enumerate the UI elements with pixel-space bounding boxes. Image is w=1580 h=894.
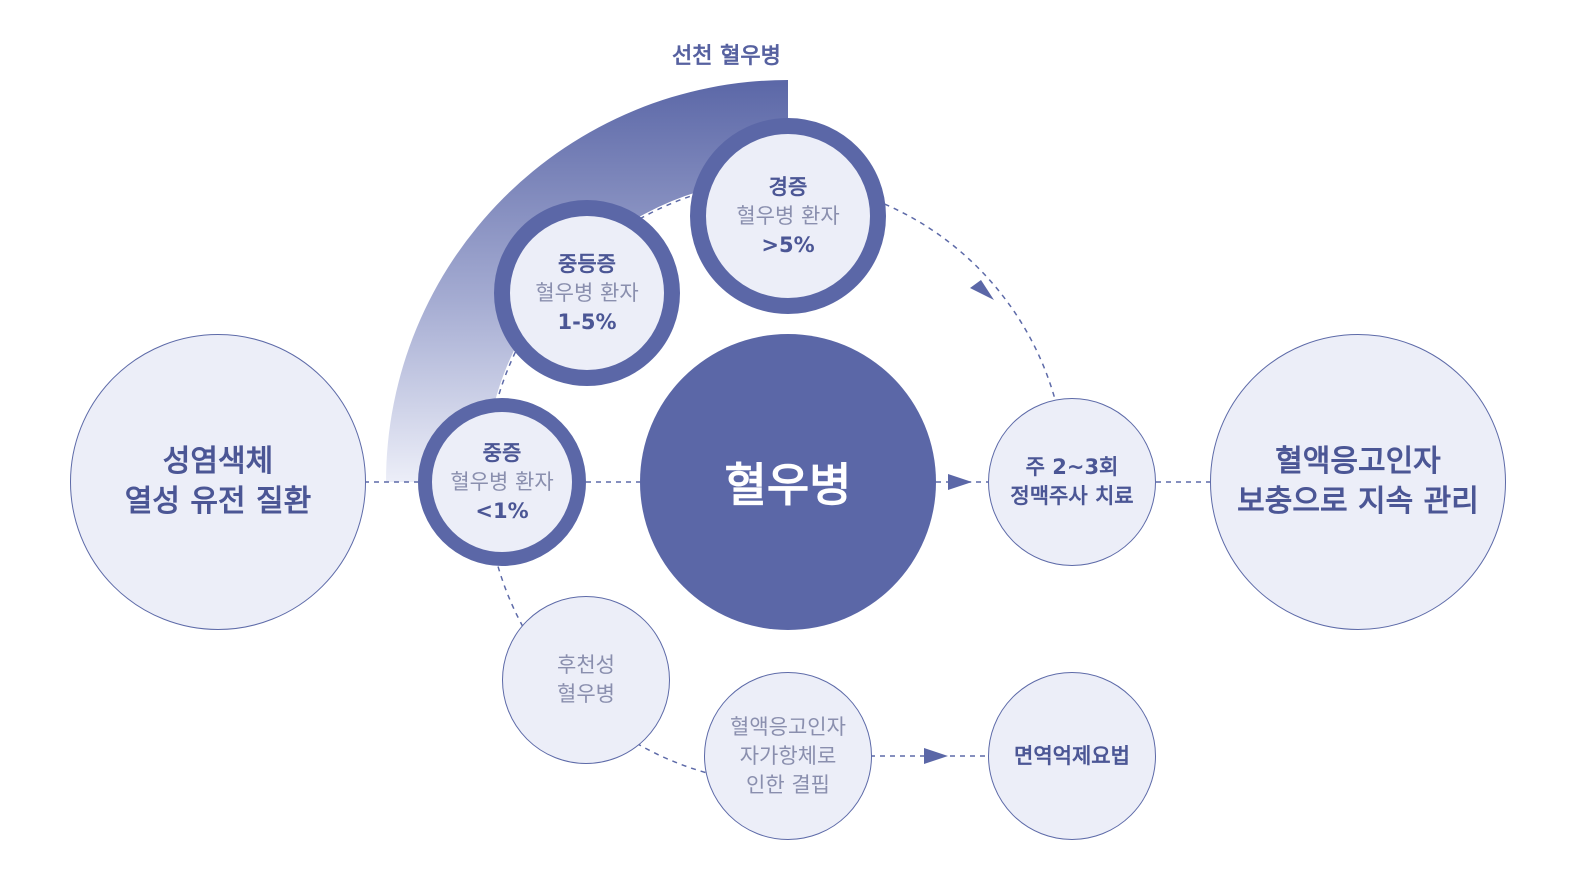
treatment-line1: 주 2~3회 <box>1025 455 1119 479</box>
right-node: 혈액응고인자 보충으로 지속 관리 <box>1210 334 1506 630</box>
left-node: 성염색체 열성 유전 질환 <box>70 334 366 630</box>
moderate-value: 1-5% <box>557 309 617 334</box>
mild-node: 경증 혈우병 환자 >5% <box>690 118 886 314</box>
congenital-label: 선천 혈우병 <box>672 44 781 69</box>
arrow-immuno-icon <box>924 748 948 764</box>
severe-value: <1% <box>475 498 529 523</box>
mild-title: 경증 <box>768 174 808 199</box>
immuno-title: 면역억제요법 <box>1014 743 1130 768</box>
moderate-title: 중등증 <box>558 251 616 276</box>
acquired-line2: 혈우병 <box>557 682 615 706</box>
immuno-node: 면역억제요법 <box>988 672 1156 840</box>
center-node: 혈우병 <box>640 334 936 630</box>
severe-node: 중증 혈우병 환자 <1% <box>418 398 586 566</box>
mild-sub: 혈우병 환자 <box>736 203 840 228</box>
treatment-line2: 정맥주사 치료 <box>1010 484 1134 508</box>
moderate-sub: 혈우병 환자 <box>535 280 639 305</box>
left-node-line1: 성염색체 <box>162 444 274 479</box>
severe-title: 중증 <box>482 440 522 465</box>
inhibitor-line3: 인한 결핍 <box>746 772 830 797</box>
acquired-node: 후천성 혈우병 <box>502 596 670 764</box>
inhibitor-node: 혈액응고인자 자가항체로 인한 결핍 <box>704 672 872 840</box>
left-node-line2: 열성 유전 질환 <box>124 484 312 519</box>
center-title: 혈우병 <box>724 458 852 512</box>
inhibitor-line2: 자가항체로 <box>739 743 837 768</box>
inhibitor-line1: 혈액응고인자 <box>730 714 846 739</box>
severe-sub: 혈우병 환자 <box>450 469 554 494</box>
congenital-band <box>386 80 788 482</box>
arrow-orbit-icon <box>970 280 994 300</box>
acquired-line1: 후천성 <box>557 653 615 677</box>
arrow-treatment-icon <box>948 474 972 490</box>
right-node-line1: 혈액응고인자 <box>1275 444 1441 479</box>
mild-value: >5% <box>761 232 815 257</box>
treatment-node: 주 2~3회 정맥주사 치료 <box>988 398 1156 566</box>
right-node-line2: 보충으로 지속 관리 <box>1237 484 1479 519</box>
moderate-node: 중등증 혈우병 환자 1-5% <box>494 200 680 386</box>
